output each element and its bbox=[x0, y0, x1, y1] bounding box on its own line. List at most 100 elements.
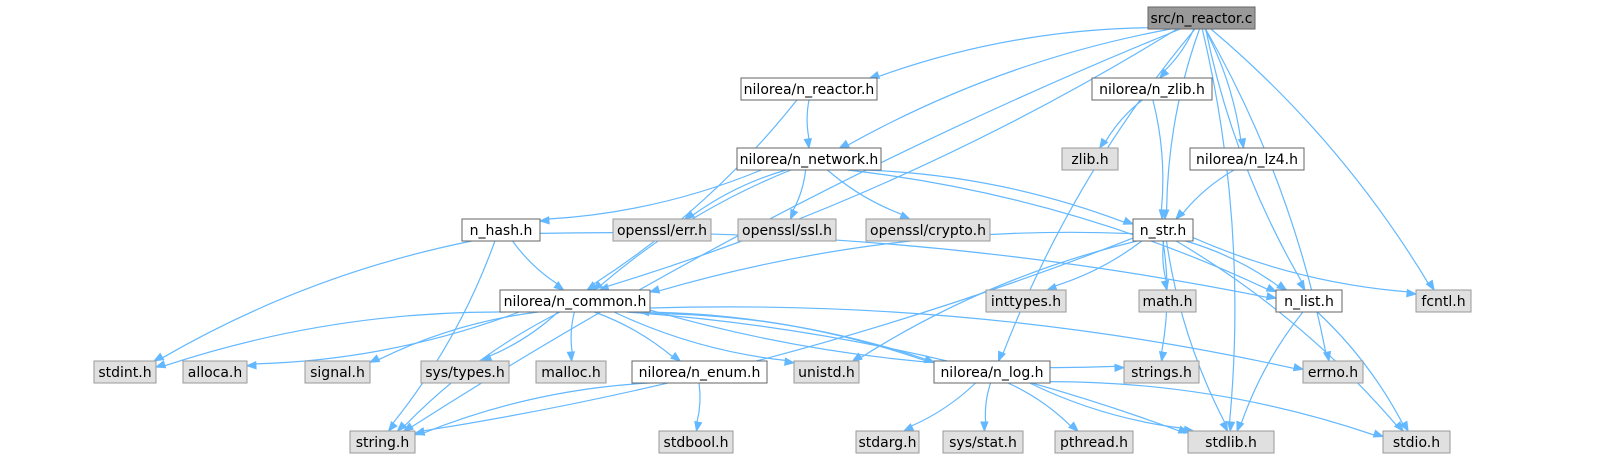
arrowhead-n_network_h-to-n_str_h bbox=[1122, 216, 1135, 225]
node-box bbox=[1382, 430, 1451, 454]
node-openssl-ssl-h: openssl/ssl.h bbox=[737, 218, 837, 242]
arrowhead-n_list_h-to-stdlib_h bbox=[1236, 420, 1245, 433]
node-box bbox=[942, 430, 1024, 454]
edge-n_log_h-to-stdio_h bbox=[1049, 381, 1375, 436]
node-box bbox=[1061, 147, 1119, 171]
arrowhead-n_network_h-to-openssl_ssl_h bbox=[789, 208, 799, 221]
arrowhead-n_network_h-to-n_list_h bbox=[1265, 283, 1278, 293]
edge-n_common_h-to-stdlib_h bbox=[626, 311, 1180, 432]
node-box bbox=[1123, 360, 1200, 384]
node-errno-h: errno.h bbox=[1302, 360, 1364, 384]
node-box bbox=[631, 360, 768, 384]
edge-n_common_h-to-n_enum_h bbox=[594, 311, 673, 357]
node-label: stdint.h bbox=[98, 365, 151, 381]
edge-n_common_h-to-signal_h bbox=[378, 311, 539, 361]
node-n-log-h[interactable]: nilorea/n_log.h bbox=[933, 360, 1051, 384]
node-box bbox=[855, 430, 920, 454]
edge-root-to-fcntl_h bbox=[1210, 28, 1429, 284]
node-sys-types-h: sys/types.h bbox=[420, 360, 510, 384]
node-stdbool-h: stdbool.h bbox=[658, 430, 734, 454]
node-label: alloca.h bbox=[188, 365, 243, 381]
node-label: n_str.h bbox=[1140, 223, 1186, 239]
node-n-list-h[interactable]: n_list.h bbox=[1275, 289, 1343, 313]
edge-n_enum_h-to-string_h bbox=[423, 382, 650, 434]
node-n-reactor-h[interactable]: nilorea/n_reactor.h bbox=[740, 77, 878, 101]
arrowhead-n_hash_h-to-n_common_h bbox=[553, 281, 565, 291]
arrowhead-n_str_h-to-strings_h bbox=[1158, 350, 1168, 363]
arrowhead-n_network_h-to-openssl_err_h bbox=[683, 210, 696, 220]
node-box bbox=[1187, 430, 1275, 454]
node-label: inttypes.h bbox=[991, 294, 1061, 310]
edge-root-to-n_network_h bbox=[847, 28, 1172, 146]
edge-n_network_h-to-openssl_err_h bbox=[692, 169, 787, 216]
edge-n_hash_h-to-string_h bbox=[392, 240, 496, 424]
edge-n_log_h-to-stdlib_h bbox=[1029, 382, 1185, 430]
node-label: zlib.h bbox=[1071, 152, 1108, 168]
edge-n_reactor_h-to-n_common_h bbox=[593, 99, 798, 285]
node-box bbox=[737, 218, 837, 242]
arrowhead-n_log_h-to-sys_stat_h bbox=[980, 421, 989, 433]
node-label: malloc.h bbox=[541, 365, 601, 381]
arrowhead-n_network_h-to-openssl_crypto_h bbox=[899, 211, 911, 220]
node-label: strings.h bbox=[1131, 365, 1192, 381]
edge-n_lz4_h-to-n_str_h bbox=[1182, 169, 1235, 214]
node-n-enum-h[interactable]: nilorea/n_enum.h bbox=[631, 360, 768, 384]
node-n-common-h[interactable]: nilorea/n_common.h bbox=[499, 289, 651, 313]
edge-n_str_h-to-fcntl_h bbox=[1192, 237, 1408, 293]
node-root[interactable]: src/n_reactor.c bbox=[1147, 6, 1256, 30]
node-openssl-err-h: openssl/err.h bbox=[612, 218, 712, 242]
node-stdint-h: stdint.h bbox=[93, 360, 157, 384]
node-sys-stat-h: sys/stat.h bbox=[942, 430, 1024, 454]
node-label: math.h bbox=[1143, 294, 1193, 310]
edge-n_list_h-to-stdlib_h bbox=[1240, 311, 1304, 424]
edge-n_reactor_h-to-n_network_h bbox=[806, 99, 810, 140]
node-box bbox=[865, 218, 991, 242]
node-label: nilorea/n_lz4.h bbox=[1196, 152, 1298, 168]
edge-n_common_h-to-unistd_h bbox=[613, 311, 786, 361]
node-box bbox=[1302, 360, 1364, 384]
edge-n_common_h-to-sys_types_h bbox=[489, 311, 559, 357]
node-n-str-h[interactable]: n_str.h bbox=[1132, 218, 1194, 242]
node-label: sys/types.h bbox=[425, 365, 504, 381]
edge-n_network_h-to-openssl_ssl_h bbox=[792, 169, 807, 211]
edge-n_common_h-to-strings_h bbox=[649, 309, 1116, 369]
node-box bbox=[1054, 430, 1134, 454]
arrowhead-root-to-n_lz4_h bbox=[1237, 137, 1247, 150]
arrowhead-root-to-n_list_h bbox=[1296, 279, 1306, 292]
node-label: stdio.h bbox=[1393, 435, 1440, 451]
arrowhead-root-to-stdlib_h bbox=[1226, 421, 1236, 433]
arrowhead-n_log_h-to-pthread_h bbox=[1068, 421, 1080, 432]
arrowhead-n_str_h-to-n_common_h bbox=[648, 285, 661, 294]
node-n-network-h[interactable]: nilorea/n_network.h bbox=[736, 147, 882, 171]
edge-n_log_h-to-n_common_h bbox=[648, 312, 935, 363]
arrowhead-n_str_h-to-unistd_h bbox=[851, 352, 863, 362]
node-box bbox=[499, 289, 651, 313]
node-n-hash-h[interactable]: n_hash.h bbox=[461, 218, 541, 242]
node-signal-h: signal.h bbox=[304, 360, 371, 384]
node-openssl-crypto-h: openssl/crypto.h bbox=[865, 218, 991, 242]
arrowhead-n_hash_h-to-n_list_h bbox=[1265, 292, 1278, 301]
arrowhead-n_common_h-to-alloca_h bbox=[245, 361, 257, 370]
node-fcntl-h: fcntl.h bbox=[1415, 289, 1472, 313]
node-n-lz4-h[interactable]: nilorea/n_lz4.h bbox=[1189, 147, 1305, 171]
node-label: stdbool.h bbox=[664, 435, 729, 451]
arrowhead-root-to-fcntl_h bbox=[1425, 279, 1435, 292]
node-stdarg-h: stdarg.h bbox=[855, 430, 920, 454]
node-box bbox=[349, 430, 416, 454]
node-label: errno.h bbox=[1308, 365, 1358, 381]
node-label: stdlib.h bbox=[1205, 435, 1257, 451]
node-pthread-h: pthread.h bbox=[1054, 430, 1134, 454]
edge-n_list_h-to-stdio_h bbox=[1316, 311, 1404, 425]
node-label: openssl/crypto.h bbox=[870, 223, 986, 239]
arrowhead-n_hash_h-to-string_h bbox=[387, 420, 398, 433]
node-inttypes-h: inttypes.h bbox=[985, 289, 1067, 313]
edge-n_network_h-to-n_str_h bbox=[863, 169, 1125, 223]
arrowhead-n_common_h-to-strings_h bbox=[1114, 363, 1126, 373]
arrowhead-n_str_h-to-stdio_h bbox=[1393, 421, 1405, 433]
arrowhead-n_lz4_h-to-n_str_h bbox=[1175, 209, 1186, 221]
edge-n_log_h-to-sys_stat_h bbox=[984, 382, 992, 423]
node-n-zlib-h[interactable]: nilorea/n_zlib.h bbox=[1091, 77, 1213, 101]
arrowhead-root-to-n_log_h bbox=[997, 350, 1006, 363]
